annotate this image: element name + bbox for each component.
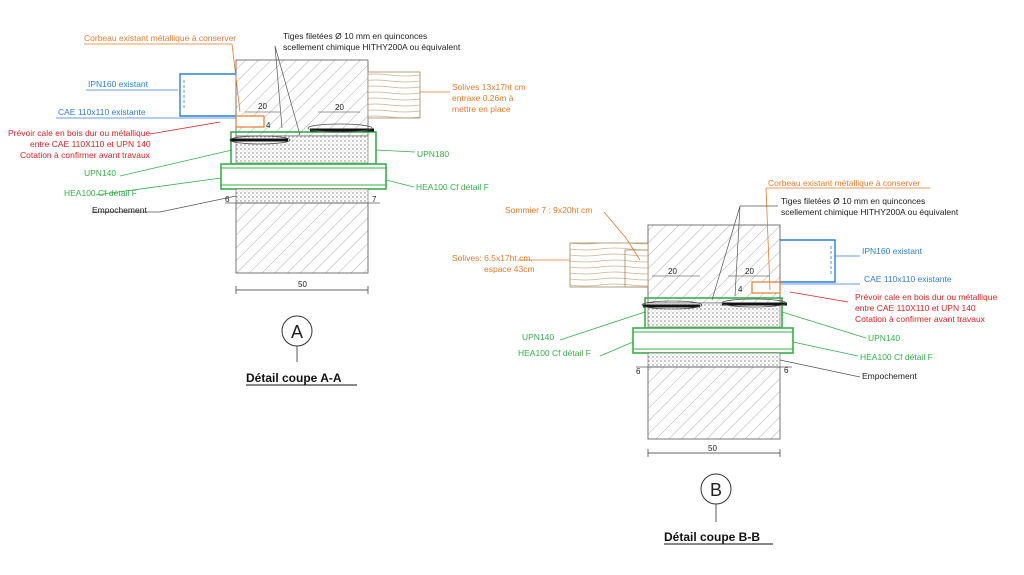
title-detail-b: Détail coupe B-B	[664, 530, 760, 544]
label-solives-a-line3: mettre en place	[452, 104, 511, 114]
dim-20-left-b: 20	[668, 267, 677, 276]
dim-20-left-a: 20	[258, 102, 267, 111]
label-tiges-a-line1: Tiges filetées Ø 10 mm en quinconces	[283, 31, 427, 41]
label-upn140-left-b: UPN140	[522, 332, 554, 342]
ipn160-profile-a	[179, 73, 236, 117]
dim-20-right-b: 20	[745, 267, 754, 276]
dim-4-a: 4	[266, 121, 271, 130]
label-cale-a-line3: Cotation à confirmer avant travaux	[20, 150, 151, 160]
label-empochement-b: Empochement	[862, 371, 917, 381]
dim-20-right-a: 20	[335, 103, 344, 112]
detail-a: 20 20 4 6 7 50 Corbeau existant métalliq…	[8, 31, 526, 386]
label-solives-b-line1: Solives: 6.5x17ht cm,	[452, 253, 533, 263]
dim-6-left-b: 6	[636, 367, 641, 376]
label-sommier-b: Sommier 7 : 9x20ht cm	[505, 205, 592, 215]
dim-6-right-b: 6	[784, 366, 789, 375]
seal-band-b	[647, 352, 781, 368]
label-ipn160-a: IPN160 existant	[88, 79, 149, 89]
label-cale-a-line1: Prévoir cale en bois dur ou métallique	[8, 128, 150, 138]
label-cae-b: CAE 110x110 existante	[864, 274, 952, 284]
label-tiges-b-line1: Tiges filetées Ø 10 mm en quinconces	[781, 196, 925, 206]
label-tiges-b-line2: scellement chimique HITHY200A ou équival…	[781, 207, 959, 217]
dim-7-a: 7	[372, 195, 377, 204]
label-corbeau-a: Corbeau existant métallique à conserver	[84, 33, 236, 43]
dim-50-a: 50	[298, 280, 307, 289]
label-tiges-a-line2: scellement chimique HITHY200A ou équival…	[283, 42, 461, 52]
label-empochement-a: Empochement	[92, 205, 147, 215]
label-cale-b-line3: Cotation à confirmer avant travaux	[855, 314, 986, 324]
label-hea-left-a: HEA100 Cf détail F	[64, 188, 137, 198]
section-marker-a-letter: A	[291, 322, 303, 342]
label-upn140-a: UPN140	[84, 168, 116, 178]
timber-joist-a	[367, 71, 421, 119]
lower-masonry-b	[647, 366, 781, 440]
label-solives-a-line2: entraxe 0.26m à	[452, 93, 514, 103]
dim-50-b: 50	[708, 444, 717, 453]
label-cae-a: CAE 110x110 existante	[58, 107, 146, 117]
label-hea-left-b: HEA100 Cf détail F	[518, 348, 591, 358]
label-hea-right-b: HEA100 Cf détail F	[860, 352, 933, 362]
section-marker-b-letter: B	[710, 480, 722, 500]
ipn160-profile-b	[780, 239, 836, 283]
label-ipn160-b: IPN160 existant	[862, 246, 923, 256]
label-upn180-a: UPN180	[417, 149, 449, 159]
sommier-b	[624, 249, 649, 288]
lower-masonry-a	[235, 202, 369, 274]
label-cale-b-line2: entre CAE 110X110 et UPN 140	[855, 303, 976, 313]
detail-b: 20 20 4 6 6 50 Corbeau existant métalliq…	[452, 178, 997, 545]
title-detail-a: Détail coupe A-A	[246, 371, 342, 385]
label-cale-a-line2: entre CAE 110X110 et UPN 140	[30, 139, 151, 149]
label-solives-b-line2: espace 43cm	[484, 264, 535, 274]
label-solives-a-line1: Solives 13x17ht cm	[452, 82, 526, 92]
label-corbeau-b: Corbeau existant métallique à conserver	[768, 178, 920, 188]
label-cale-b-line1: Prévoir cale en bois dur ou métallique	[855, 292, 997, 302]
seal-band-a	[235, 188, 369, 204]
cae-angle-b	[751, 281, 781, 294]
dim-6-a: 6	[225, 195, 230, 204]
cae-angle-a	[235, 115, 265, 128]
label-hea-right-a: HEA100 Cf détail F	[416, 182, 489, 192]
dim-4-b: 4	[738, 285, 743, 294]
label-upn140-right-b: UPN140	[868, 333, 900, 343]
